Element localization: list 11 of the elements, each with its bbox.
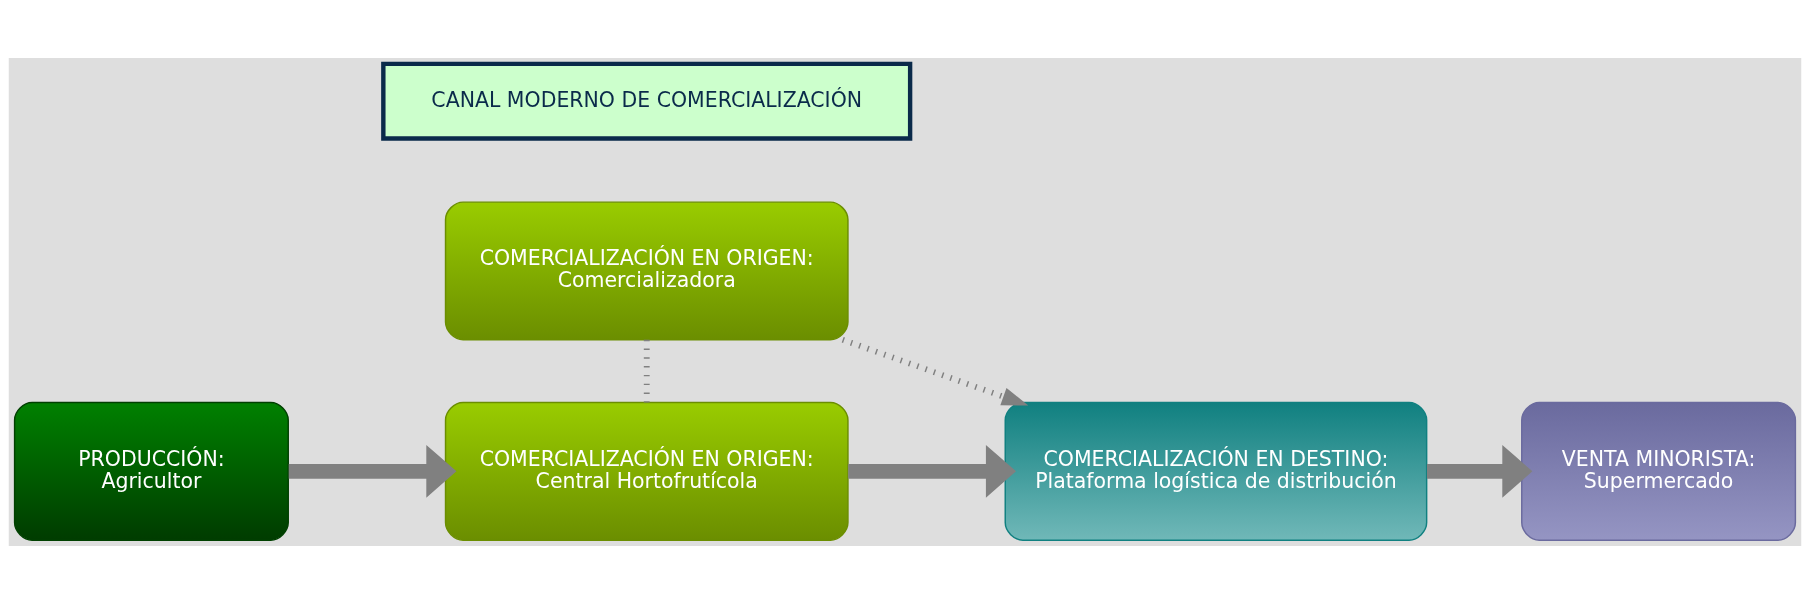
arrow xyxy=(841,337,1029,406)
arrow xyxy=(288,445,457,498)
node-box: COMERCIALIZACIÓN EN DESTINO: Plataforma logística de distribución xyxy=(1004,401,1428,541)
node-box: VENTA MINORISTA: Supermercado xyxy=(1521,401,1797,541)
node-box: PRODUCCIÓN: Agricultor xyxy=(13,401,289,541)
connector xyxy=(643,339,650,403)
arrow xyxy=(1426,445,1533,498)
node-box: CANAL MODERNO DE COMERCIALIZACIÓN xyxy=(381,61,913,141)
arrow xyxy=(848,445,1017,498)
node-box: COMERCIALIZACIÓN EN ORIGEN: Comercializadora xyxy=(444,201,849,341)
node-box: COMERCIALIZACIÓN EN ORIGEN: Central Hortofrutícola xyxy=(444,401,849,541)
